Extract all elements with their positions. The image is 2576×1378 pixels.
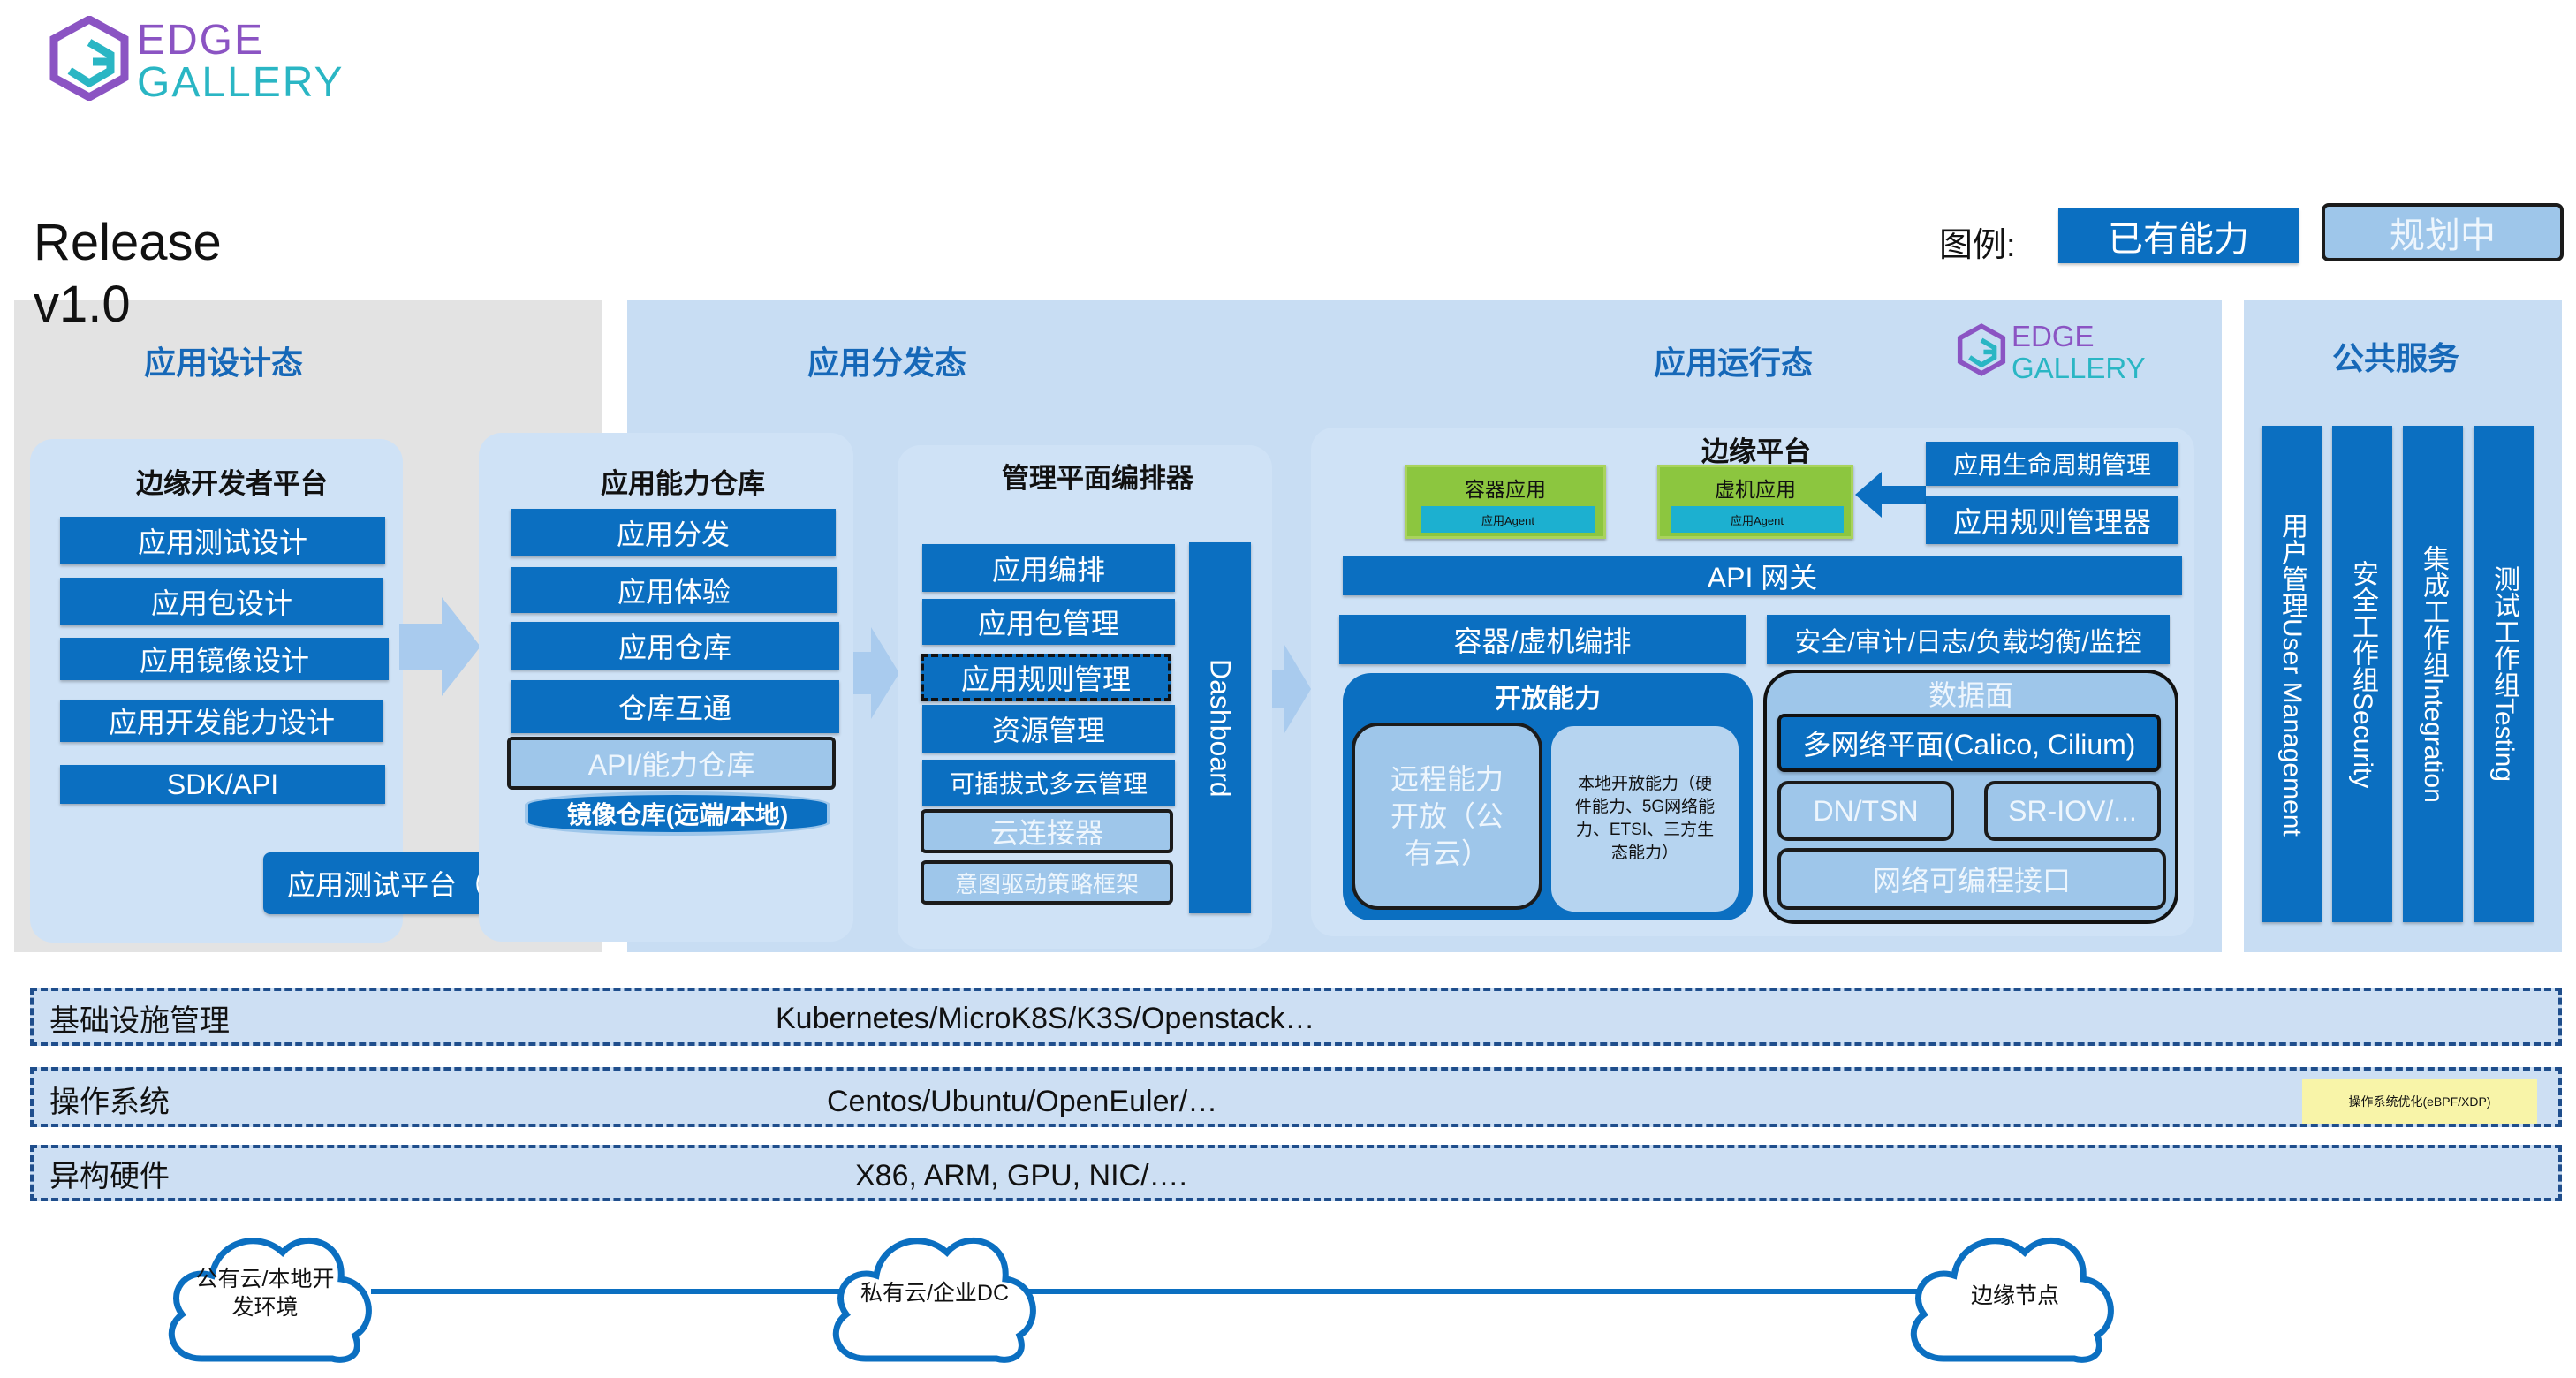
sr-iov[interactable]: SR-IOV/... [1984,781,2161,841]
vm-agent: 应用Agent [1671,506,1844,533]
infra-layer-mgmt [30,988,2562,1046]
vm-app-box[interactable]: 虚机应用 应用Agent [1657,465,1853,539]
os-optimization-note: 操作系统优化(eBPF/XDP) [2302,1079,2537,1124]
legend-existing: 已有能力 [2058,208,2299,263]
mgmt-item-multicloud[interactable]: 可插拔式多云管理 [922,760,1175,806]
runtime-title: 应用运行态 [1654,344,1814,381]
multi-network-plane[interactable]: 多网络平面(Calico, Cilium) [1777,714,2161,772]
infra-layer-os [30,1067,2562,1127]
infra-mgmt-label: 基础设施管理 [49,1004,230,1038]
cloud-icon-private [832,1237,1036,1363]
logo-icon [49,16,129,101]
runtime-logo-edge: EDGE [2012,320,2095,352]
mgmt-title: 管理平面编排器 [1002,463,1193,494]
public-integration-label: 集成工作组Integration [2419,545,2448,803]
dashboard-label: Dashboard [1204,658,1237,798]
cloud-icon-edge [1910,1237,2114,1363]
lifecycle-mgmt[interactable]: 应用生命周期管理 [1926,442,2178,486]
public-title: 公共服务 [2332,340,2460,376]
container-app-label: 容器应用 [1465,478,1546,501]
cloud-label-edge: 边缘节点 [1970,1283,2059,1308]
public-security[interactable]: 安全工作组Security [2332,426,2392,922]
infra-os-label: 操作系统 [49,1086,170,1119]
cloud-label-private: 私有云/企业DC [860,1280,1010,1306]
legend-planned: 规划中 [2322,203,2564,261]
mgmt-item-package[interactable]: 应用包管理 [922,599,1175,645]
public-user-mgmt-label: 用户管理User Management [2277,511,2307,837]
dev-item-test-design[interactable]: 应用测试设计 [60,517,385,564]
logo-icon-small [1957,323,2006,376]
data-plane-title: 数据面 [1928,679,2013,711]
infra-hw-label: 异构硬件 [49,1160,170,1193]
app-store-title: 应用能力仓库 [601,468,765,499]
arrow-left-icon [1855,472,1926,518]
design-title: 应用设计态 [144,344,304,381]
dev-item-image-design[interactable]: 应用镜像设计 [60,638,389,680]
edge-platform-title: 边缘平台 [1701,436,1811,467]
arrow-right-icon-3 [1272,645,1311,733]
mgmt-item-orchestration[interactable]: 应用编排 [922,544,1175,592]
cloud-label-public: 公有云/本地开发环境 [195,1266,335,1321]
public-user-mgmt[interactable]: 用户管理User Management [2262,426,2322,922]
net-programmable-interface[interactable]: 网络可编程接口 [1777,848,2166,910]
logo-text-edge: EDGE [137,17,265,64]
dashboard-panel[interactable]: Dashboard [1189,542,1251,913]
cloud-icon-public [168,1237,372,1363]
infra-mgmt-text: Kubernetes/MicroK8S/K3S/Openstack… [776,1002,1315,1035]
security-audit-log[interactable]: 安全/审计/日志/负载均衡/监控 [1767,615,2170,664]
arrow-right-icon [399,597,481,696]
mgmt-planned-intent[interactable]: 意图驱动策略框架 [921,860,1173,905]
cloud-connector-line [371,1289,1943,1294]
infra-layer-hw [30,1145,2562,1201]
release-line2: v1.0 [34,276,131,333]
open-capability-title: 开放能力 [1495,685,1601,714]
mirror-repo-cylinder[interactable]: 镜像仓库(远端/本地) [525,791,830,836]
store-item-repo[interactable]: 应用仓库 [511,622,839,670]
public-testing[interactable]: 测试工作组Testing [2474,426,2534,922]
logo: EDGE GALLERY [49,16,343,106]
dn-tsn[interactable]: DN/TSN [1777,781,1954,841]
container-app-box[interactable]: 容器应用 应用Agent [1405,465,1606,539]
store-item-interop[interactable]: 仓库互通 [511,680,839,733]
mgmt-item-rule[interactable]: 应用规则管理 [921,654,1171,701]
mgmt-planned-connector[interactable]: 云连接器 [921,809,1173,853]
runtime-logo: EDGE GALLERY [1957,320,2160,390]
infra-hw-text: X86, ARM, GPU, NIC/…. [855,1159,1187,1192]
logo-text-gallery: GALLERY [137,59,345,106]
api-gateway[interactable]: API 网关 [1343,556,2182,595]
store-item-experience[interactable]: 应用体验 [511,567,837,613]
distribute-title: 应用分发态 [807,344,967,381]
vm-app-label: 虚机应用 [1715,478,1796,501]
dev-item-package-design[interactable]: 应用包设计 [60,578,383,625]
rule-manager[interactable]: 应用规则管理器 [1926,496,2178,544]
runtime-logo-gallery: GALLERY [2012,352,2146,384]
release-label: Release v1.0 [34,212,222,336]
infra-os-text: Centos/Ubuntu/OpenEuler/… [827,1085,1218,1118]
store-planned-api[interactable]: API/能力仓库 [507,737,836,790]
release-line1: Release [34,214,222,271]
mgmt-item-resource[interactable]: 资源管理 [922,705,1175,753]
public-security-label: 安全工作组Security [2348,559,2377,789]
dev-item-sdk-api[interactable]: SDK/API [60,765,385,804]
container-vm-orchestration[interactable]: 容器/虚机编排 [1339,615,1746,664]
dev-platform-title: 边缘开发者平台 [136,468,328,499]
local-capability[interactable]: 本地开放能力（硬件能力、5G网络能力、ETSI、三方生态能力） [1551,726,1739,912]
dev-item-capability-design[interactable]: 应用开发能力设计 [60,700,383,742]
legend-label: 图例: [1939,227,2016,264]
public-testing-label: 测试工作组Testing [2489,565,2519,783]
remote-capability[interactable]: 远程能力开放（公有云） [1352,723,1542,910]
arrow-right-icon-2 [853,627,899,719]
public-integration[interactable]: 集成工作组Integration [2403,426,2463,922]
container-agent: 应用Agent [1421,506,1595,533]
store-item-distribute[interactable]: 应用分发 [511,509,836,556]
